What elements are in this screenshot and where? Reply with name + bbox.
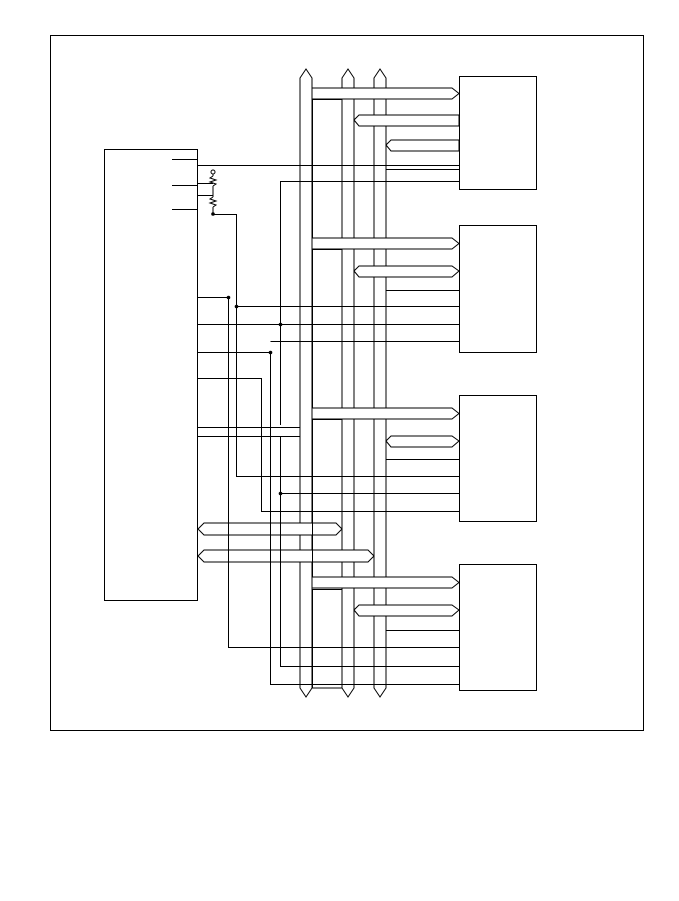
controller-block xyxy=(104,149,198,601)
memory-chip-4 xyxy=(459,564,537,691)
chip-bus-branches xyxy=(311,87,460,617)
controller-pin-stubs xyxy=(172,159,197,210)
memory-chip-3 xyxy=(459,395,537,522)
junction-dots xyxy=(226,295,283,496)
control-signal-wiring xyxy=(197,165,459,685)
memory-chip-blocks xyxy=(459,76,537,691)
memory-chip-1 xyxy=(459,76,537,190)
controller-bus-2 xyxy=(197,549,375,563)
pullup-resistors xyxy=(197,169,218,216)
controller-buses xyxy=(197,522,375,563)
vertical-bus-2 xyxy=(341,68,355,698)
chip-select-bracket-lines xyxy=(312,99,342,689)
outer-frame xyxy=(50,35,644,731)
vertical-bus-3 xyxy=(373,68,387,698)
vertical-bus-group xyxy=(299,68,387,698)
memory-chip-2 xyxy=(459,225,537,353)
vertical-bus-1 xyxy=(299,68,313,698)
